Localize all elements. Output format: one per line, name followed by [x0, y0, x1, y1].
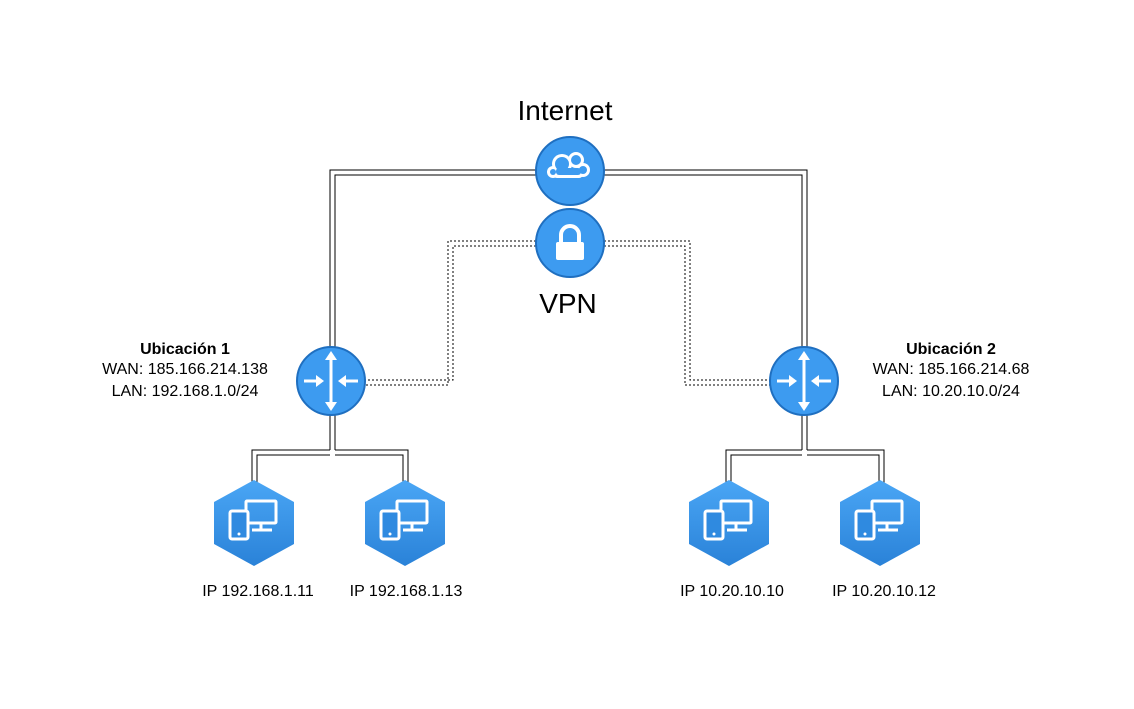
- site2-name: Ubicación 2: [906, 341, 996, 358]
- host-site2-1[interactable]: [689, 480, 769, 566]
- site1-lan: LAN: 192.168.1.0/24: [112, 383, 259, 400]
- internet-links: [329, 169, 808, 350]
- host-site2-2[interactable]: [840, 480, 920, 566]
- internet-label: Internet: [518, 95, 613, 126]
- site1-wan: WAN: 185.166.214.138: [102, 361, 268, 378]
- vpn-links: [362, 240, 772, 386]
- host-site1-1[interactable]: [214, 480, 294, 566]
- host-site1-2[interactable]: [365, 480, 445, 566]
- vpn-node[interactable]: [535, 208, 605, 278]
- site2-wan: WAN: 185.166.214.68: [873, 361, 1030, 378]
- vpn-label: VPN: [539, 288, 597, 319]
- lan-links-site1: [251, 415, 409, 485]
- internet-node[interactable]: [535, 136, 605, 206]
- lan-links-site2: [725, 415, 885, 485]
- host-ip-label: IP 10.20.10.10: [680, 583, 784, 600]
- lock-icon: [556, 224, 584, 260]
- host-ip-label: IP 10.20.10.12: [832, 583, 936, 600]
- host-ip-label: IP 192.168.1.11: [202, 583, 314, 600]
- site1-name: Ubicación 1: [140, 341, 230, 358]
- router-site2[interactable]: [769, 346, 839, 416]
- router-site1[interactable]: [296, 346, 366, 416]
- site2-lan: LAN: 10.20.10.0/24: [882, 383, 1020, 400]
- host-ip-label: IP 192.168.1.13: [350, 583, 463, 600]
